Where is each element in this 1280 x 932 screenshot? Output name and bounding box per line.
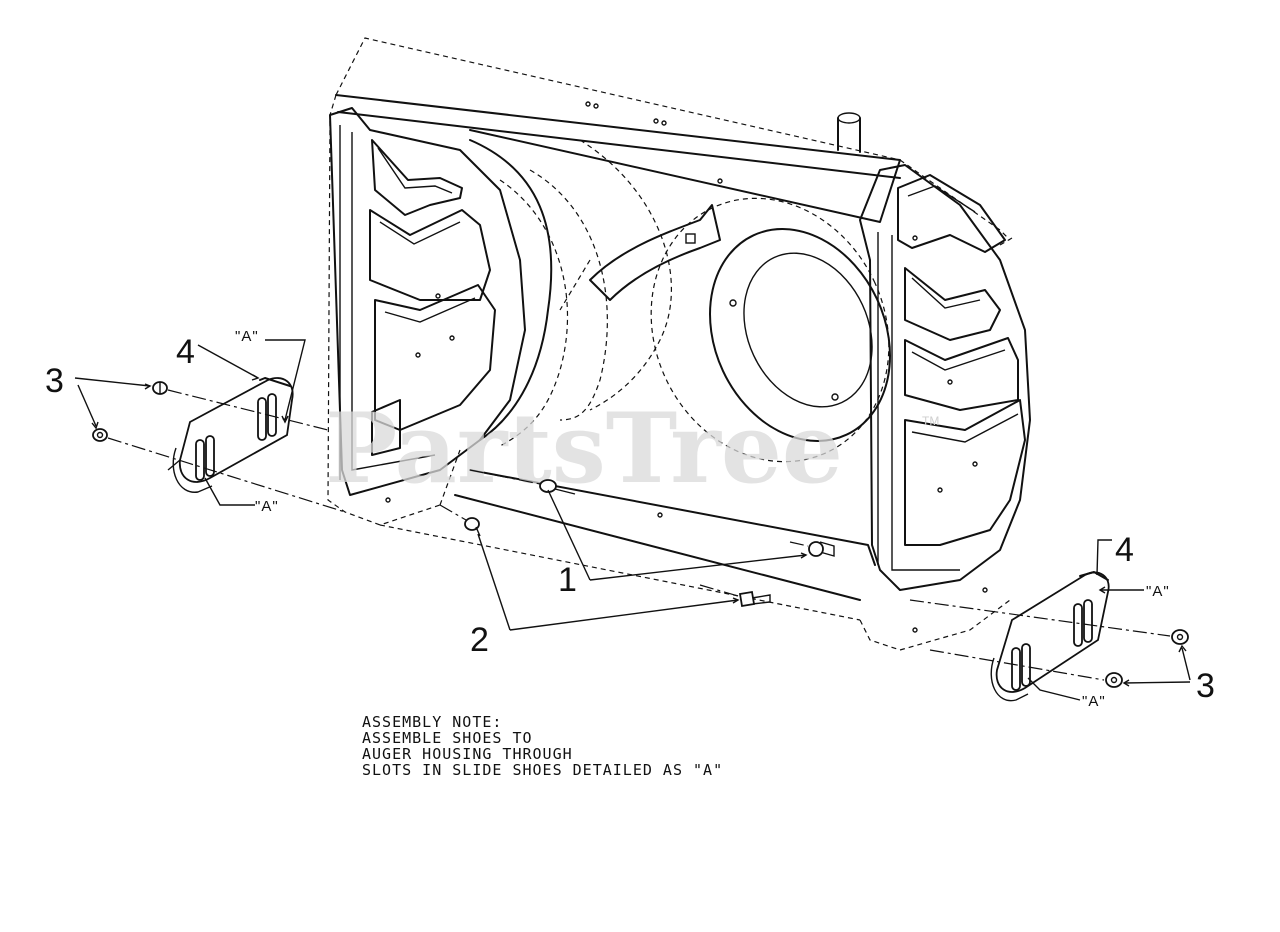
detail-a-left-bottom: "A"	[255, 498, 279, 515]
auger-housing	[327, 37, 1031, 651]
callout-3-right: 3	[1196, 667, 1215, 705]
slide-shoe-right	[990, 571, 1110, 702]
flange-nut-right-lower	[1105, 672, 1123, 688]
flange-nut-right-upper	[1171, 629, 1189, 645]
assembly-note: ASSEMBLY NOTE: ASSEMBLE SHOES TO AUGER H…	[362, 713, 723, 779]
assembly-note-line-1: ASSEMBLY NOTE:	[362, 713, 502, 731]
watermark-trademark: TM	[922, 414, 939, 428]
carriage-bolt-lower	[439, 504, 481, 537]
flange-nut-left-lower	[92, 428, 108, 442]
detail-a-right-bottom: "A"	[1082, 693, 1106, 710]
callout-1: 1	[558, 561, 577, 599]
assembly-note-line-3: AUGER HOUSING THROUGH	[362, 745, 573, 763]
flange-nut-center-right	[789, 541, 835, 557]
carriage-bolt-center	[469, 469, 576, 495]
callout-2: 2	[470, 621, 489, 659]
hex-bolt-lower-right	[699, 584, 771, 608]
detail-a-left-top: "A"	[235, 328, 259, 345]
assembly-note-line-4: SLOTS IN SLIDE SHOES DETAILED AS "A"	[362, 761, 723, 779]
slide-shoe-left	[167, 377, 294, 493]
callout-4-right: 4	[1115, 531, 1134, 569]
callout-4-left: 4	[176, 333, 195, 371]
assembly-note-line-2: ASSEMBLE SHOES TO	[362, 729, 533, 747]
watermark-text: PartsTree	[325, 392, 843, 505]
callout-3-left: 3	[45, 362, 64, 400]
detail-a-right-top: "A"	[1146, 583, 1170, 600]
flange-nut-left-upper	[152, 381, 168, 395]
